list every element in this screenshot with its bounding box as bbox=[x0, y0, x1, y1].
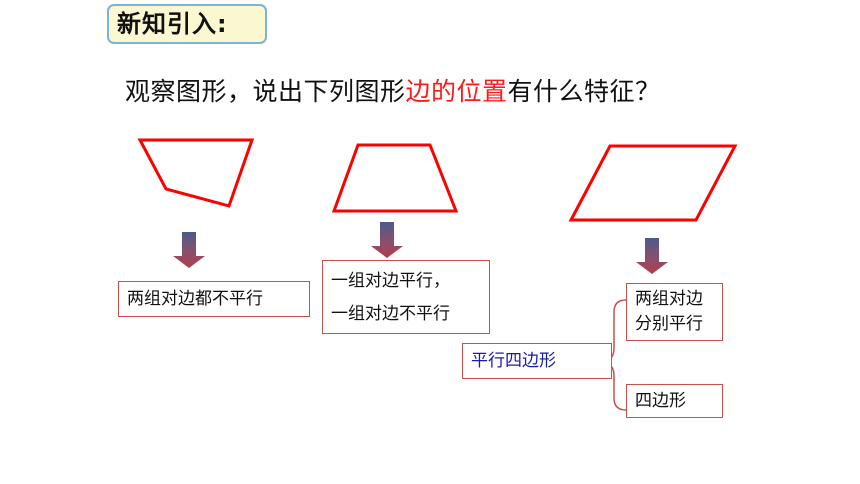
down-arrow-icon bbox=[173, 232, 205, 268]
question-text: 观察图形，说出下列图形边的位置有什么特征？ bbox=[125, 72, 661, 108]
trapezoid-property-line2: 一组对边不平行 bbox=[331, 304, 450, 324]
both-parallel-line2: 分别平行 bbox=[635, 314, 703, 334]
irregular-quadrilateral-shape bbox=[137, 138, 255, 208]
trapezoid-property-line1: 一组对边平行， bbox=[331, 271, 450, 291]
trapezoid-property-box: 一组对边平行， 一组对边不平行 bbox=[322, 260, 490, 334]
section-tag-label: 新知引入: bbox=[117, 10, 228, 38]
no-parallel-box: 两组对边都不平行 bbox=[118, 281, 310, 317]
quadrilateral-text: 四边形 bbox=[635, 391, 686, 411]
quadrilateral-box: 四边形 bbox=[626, 384, 723, 418]
no-parallel-text: 两组对边都不平行 bbox=[127, 289, 263, 309]
parallelogram-label-box: 平行四边形 bbox=[462, 343, 612, 379]
question-highlight: 边的位置 bbox=[405, 77, 508, 106]
trapezoid-shape bbox=[331, 143, 459, 213]
question-part1: 观察图形，说出下列图形 bbox=[125, 77, 406, 106]
section-tag: 新知引入: bbox=[107, 4, 267, 44]
parallelogram-label-text: 平行四边形 bbox=[471, 351, 556, 371]
both-parallel-box: 两组对边 分别平行 bbox=[626, 283, 723, 341]
both-parallel-line1: 两组对边 bbox=[635, 289, 703, 309]
down-arrow-icon bbox=[636, 238, 668, 274]
down-arrow-icon bbox=[371, 222, 403, 258]
question-part2: 有什么特征？ bbox=[507, 77, 661, 106]
parallelogram-shape bbox=[568, 144, 738, 222]
